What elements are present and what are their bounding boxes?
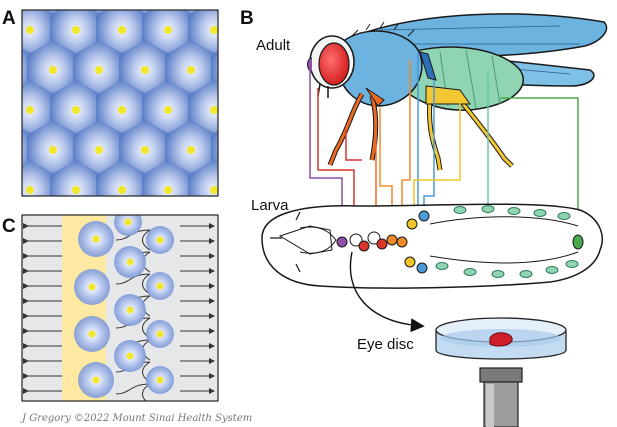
photoreceptor-dot xyxy=(187,146,195,154)
photoreceptor-dot xyxy=(210,106,218,114)
photoreceptor-dot xyxy=(233,66,241,74)
photoreceptor-dot xyxy=(256,26,264,34)
photoreceptor-dot xyxy=(156,236,164,244)
photoreceptor-dot xyxy=(156,282,164,290)
petri-dish xyxy=(435,317,567,360)
photoreceptor-dot xyxy=(92,376,100,384)
photoreceptor-dot xyxy=(187,66,195,74)
cell-clusters xyxy=(74,215,174,398)
photoreceptor-dot xyxy=(256,106,264,114)
panel-c-letter: C xyxy=(2,216,16,237)
photoreceptor-dot xyxy=(92,235,100,243)
photoreceptor-dot xyxy=(233,146,241,154)
photoreceptor-dot xyxy=(88,330,96,338)
ommatidium-cell xyxy=(211,50,218,90)
photoreceptor-dot xyxy=(156,330,164,338)
photoreceptor-dot xyxy=(95,146,103,154)
ommatidium-cell xyxy=(0,80,10,140)
ommatidium-cell xyxy=(234,80,286,140)
imaginal-discs xyxy=(336,210,584,274)
photoreceptor-dot xyxy=(141,66,149,74)
photoreceptor-dot xyxy=(72,106,80,114)
photoreceptor-dot xyxy=(164,186,172,194)
panel-a: A xyxy=(0,0,309,300)
adult-fly xyxy=(307,13,608,171)
photoreceptor-dot xyxy=(256,186,264,194)
label-larva: Larva xyxy=(251,197,289,214)
photoreceptor-dot xyxy=(49,146,57,154)
photoreceptor-dot xyxy=(124,218,132,226)
ommatidia-lattice xyxy=(0,0,309,300)
photoreceptor-dot xyxy=(26,106,34,114)
photoreceptor-dot xyxy=(141,146,149,154)
larva xyxy=(261,203,603,289)
photoreceptor-dot xyxy=(118,186,126,194)
ommatidium-cell xyxy=(0,160,10,220)
panel-a-letter: A xyxy=(2,8,16,29)
ommatidium-cell xyxy=(0,240,10,300)
microscope-objective xyxy=(479,367,523,427)
ommatidium-cell xyxy=(211,0,263,20)
photoreceptor-dot xyxy=(3,66,11,74)
photoreceptor-dot xyxy=(95,66,103,74)
photoreceptor-dot xyxy=(256,266,264,274)
panel-c: C xyxy=(2,214,219,402)
ommatidium-cell xyxy=(142,160,194,196)
photoreceptor-dot xyxy=(279,146,287,154)
photoreceptor-dot xyxy=(210,26,218,34)
label-adult: Adult xyxy=(256,37,291,54)
eye-disc-arrow xyxy=(349,251,425,333)
photoreceptor-dot xyxy=(88,283,96,291)
ommatidium-cell xyxy=(50,160,102,196)
credit-line: J Gregory ©2022 Mount Sinai Health Syste… xyxy=(20,413,252,424)
ommatidium-cell xyxy=(96,160,148,196)
photoreceptor-dot xyxy=(126,258,134,266)
photoreceptor-dot xyxy=(118,106,126,114)
photoreceptor-dot xyxy=(126,306,134,314)
photoreceptor-dot xyxy=(156,376,164,384)
photoreceptor-dot xyxy=(279,66,287,74)
ommatidium-cell xyxy=(257,0,309,20)
ommatidium-cell xyxy=(211,130,218,170)
compound-eye xyxy=(318,42,350,86)
thorax xyxy=(337,30,423,107)
photoreceptor-dot xyxy=(26,26,34,34)
photoreceptor-dot xyxy=(126,352,134,360)
label-eye-disc: Eye disc xyxy=(357,336,414,353)
photoreceptor-dot xyxy=(49,66,57,74)
panel-b-letter: B xyxy=(240,8,254,29)
photoreceptor-dot xyxy=(72,186,80,194)
photoreceptor-dot xyxy=(164,106,172,114)
photoreceptor-dot xyxy=(210,186,218,194)
photoreceptor-dot xyxy=(26,186,34,194)
photoreceptor-dot xyxy=(3,146,11,154)
panel-b: B xyxy=(240,8,608,427)
ommatidium-cell xyxy=(188,160,218,196)
photoreceptor-dot xyxy=(72,26,80,34)
photoreceptor-dot xyxy=(233,226,241,234)
eye-disc-tissue xyxy=(489,332,513,347)
photoreceptor-dot xyxy=(118,26,126,34)
photoreceptor-dot xyxy=(164,26,172,34)
ommatidium-cell xyxy=(257,120,309,180)
